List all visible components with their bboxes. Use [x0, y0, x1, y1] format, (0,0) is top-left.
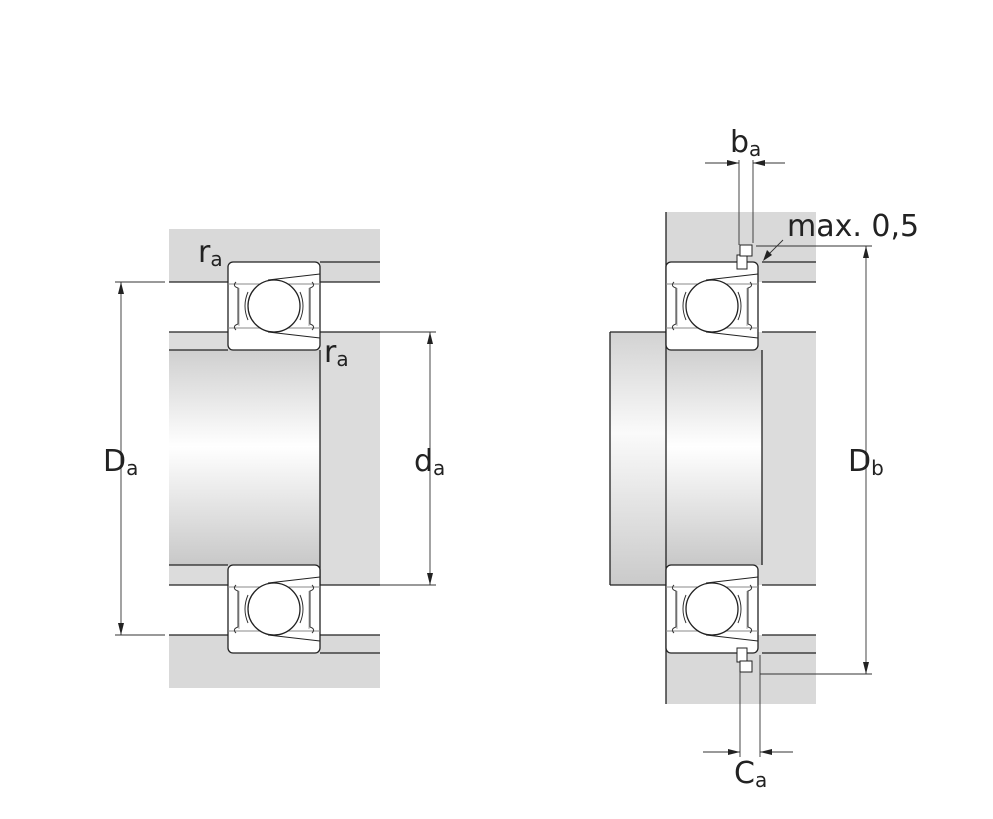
- housing-diameter-label: Da: [103, 444, 138, 480]
- db-label: Db: [848, 444, 884, 480]
- shaft-cylinder: [169, 350, 320, 565]
- bearing-top: [665, 261, 759, 351]
- shaft-diameter-label: da: [414, 444, 445, 480]
- bearing-bottom: [665, 564, 759, 654]
- fillet-label-top: ra: [198, 235, 223, 271]
- right-view: ba max. 0,5 Db Ca: [609, 125, 919, 792]
- ba-label: ba: [730, 125, 761, 161]
- bearing-top: [227, 261, 321, 351]
- max-chamfer-note: max. 0,5: [787, 209, 919, 244]
- bearing-bottom: [227, 564, 321, 654]
- fillet-label-bottom: ra: [324, 335, 349, 371]
- left-view: ra ra Da da: [103, 229, 445, 688]
- shaft-cylinder: [610, 332, 666, 585]
- ca-label: Ca: [734, 756, 767, 792]
